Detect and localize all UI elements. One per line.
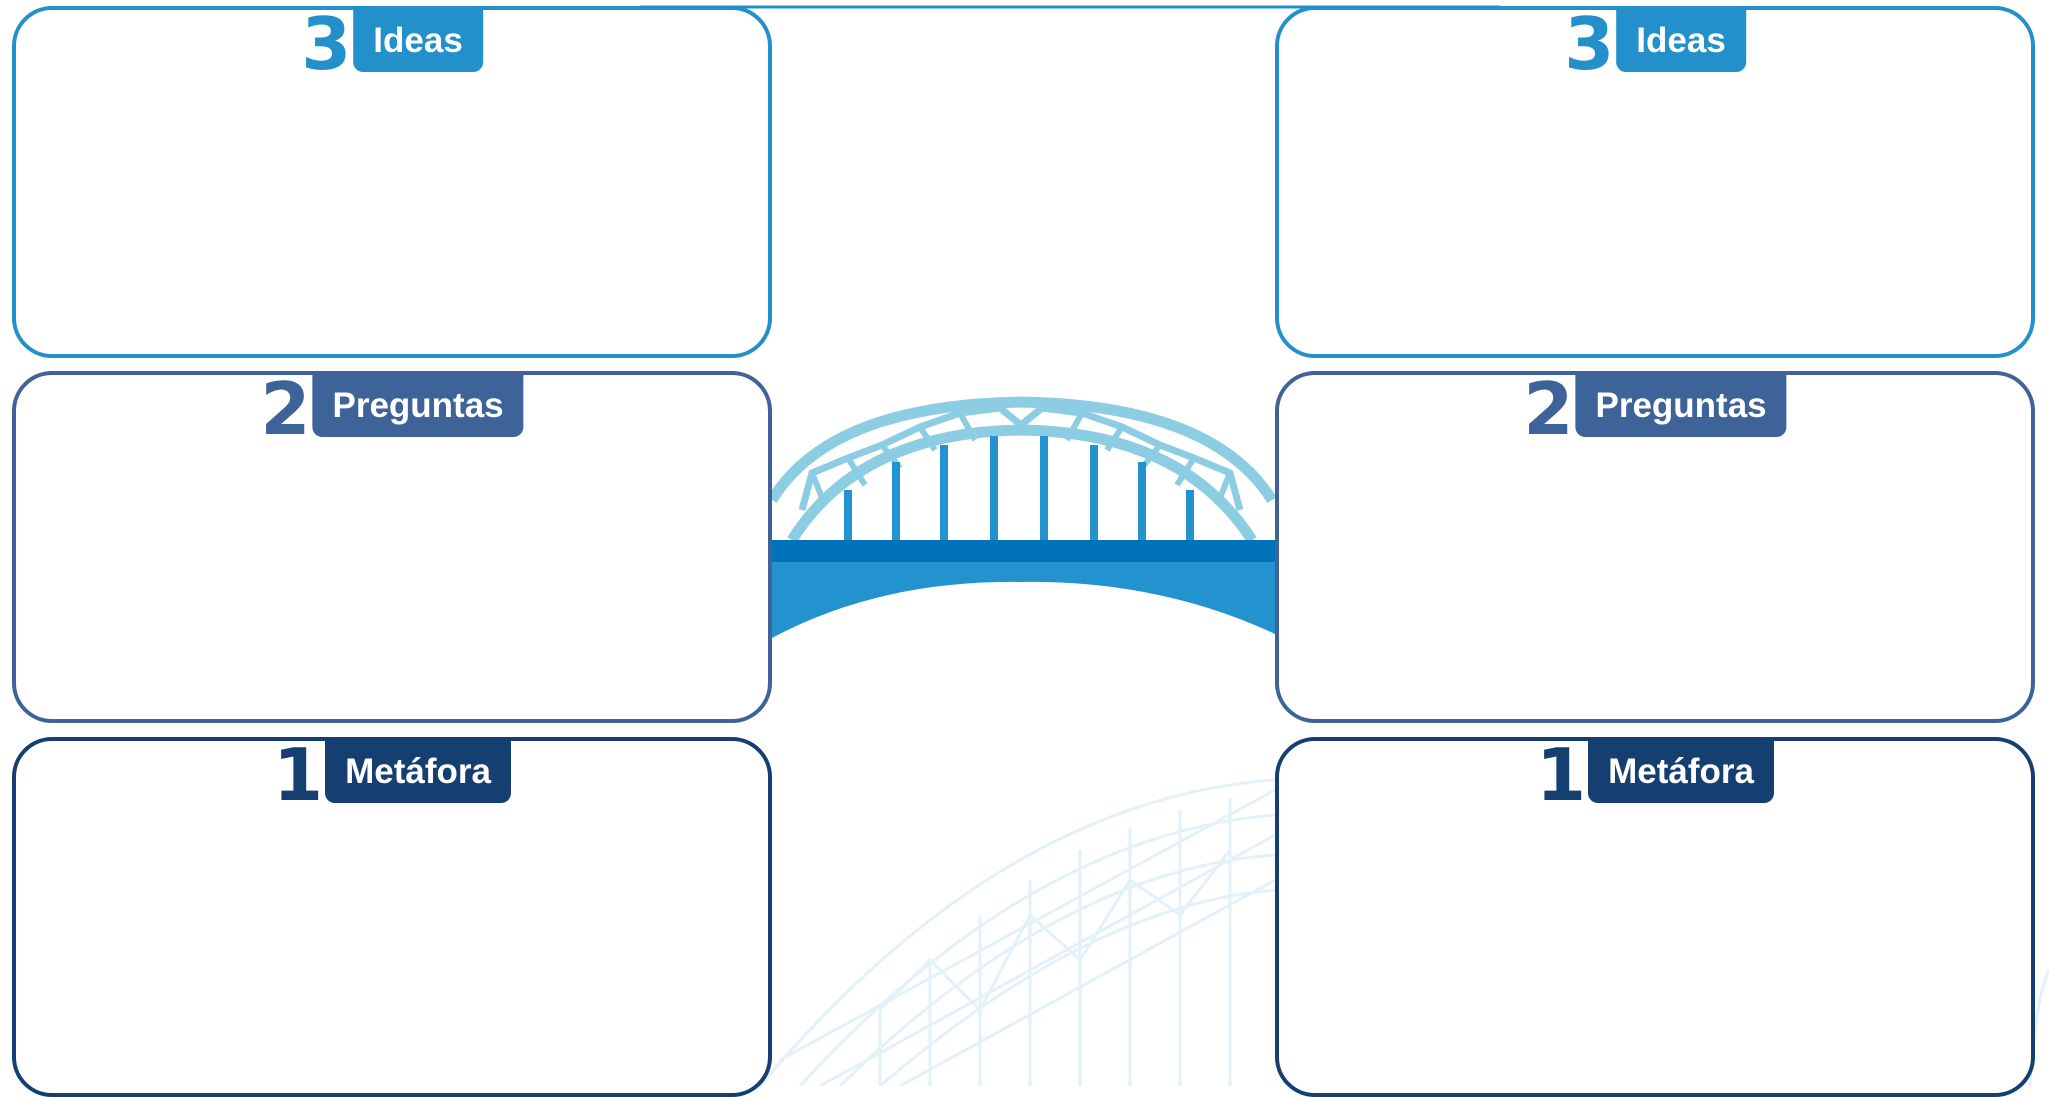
right-metafora-number: 1 bbox=[1536, 735, 1584, 815]
bridge-icon bbox=[772, 402, 1275, 638]
right-metafora-card[interactable]: 1 Metáfora bbox=[1275, 737, 2035, 1097]
right-preguntas-number: 2 bbox=[1523, 369, 1571, 449]
right-metafora-heading: 1 Metáfora bbox=[1536, 735, 1774, 815]
left-preguntas-number: 2 bbox=[260, 369, 308, 449]
left-ideas-card[interactable]: 3 Ideas bbox=[12, 6, 772, 358]
left-ideas-label: Ideas bbox=[353, 10, 483, 72]
right-preguntas-heading: 2 Preguntas bbox=[1523, 369, 1786, 449]
left-ideas-heading: 3 Ideas bbox=[301, 4, 483, 84]
left-metafora-heading: 1 Metáfora bbox=[273, 735, 511, 815]
right-ideas-number: 3 bbox=[1564, 4, 1612, 84]
right-ideas-card[interactable]: 3 Ideas bbox=[1275, 6, 2035, 358]
right-ideas-label: Ideas bbox=[1616, 10, 1746, 72]
right-metafora-label: Metáfora bbox=[1588, 741, 1774, 803]
left-metafora-label: Metáfora bbox=[325, 741, 511, 803]
left-preguntas-card[interactable]: 2 Preguntas bbox=[12, 371, 772, 723]
left-preguntas-label: Preguntas bbox=[312, 375, 523, 437]
left-ideas-number: 3 bbox=[301, 4, 349, 84]
right-preguntas-label: Preguntas bbox=[1575, 375, 1786, 437]
left-metafora-card[interactable]: 1 Metáfora bbox=[12, 737, 772, 1097]
right-ideas-heading: 3 Ideas bbox=[1564, 4, 1746, 84]
right-preguntas-card[interactable]: 2 Preguntas bbox=[1275, 371, 2035, 723]
left-preguntas-heading: 2 Preguntas bbox=[260, 369, 523, 449]
left-metafora-number: 1 bbox=[273, 735, 321, 815]
